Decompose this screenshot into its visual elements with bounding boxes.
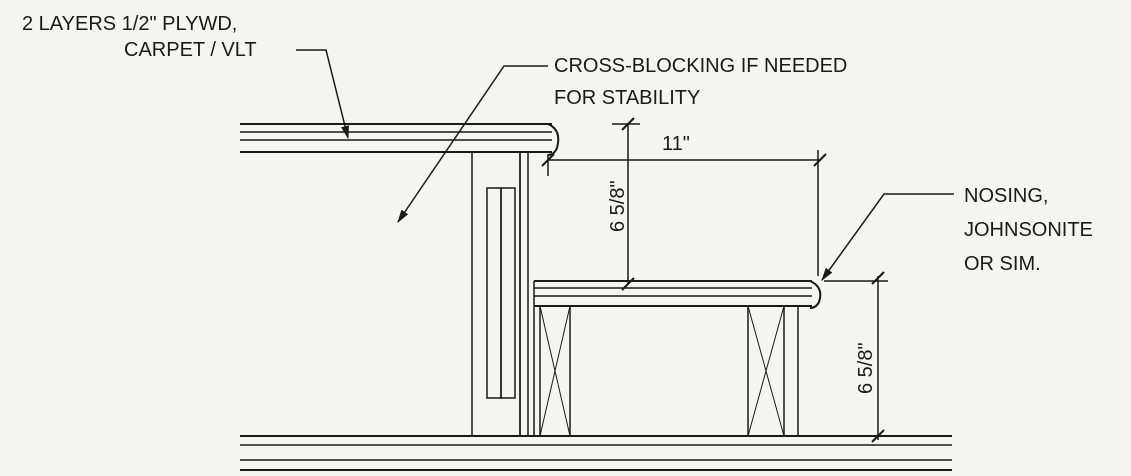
upper-platform: [240, 123, 560, 156]
plywood-leader: [296, 49, 349, 140]
plywood-note-line2: CARPET / VLT: [124, 39, 257, 61]
upper-rise-label: 6 5/8": [607, 180, 629, 232]
blocking-leader: [397, 65, 548, 224]
upper-rise-dimension: [612, 117, 640, 291]
lower-rise-label: 6 5/8": [855, 342, 877, 394]
lower-rise-dimension: [824, 271, 888, 443]
nosing-note-line1: NOSING,: [964, 185, 1048, 207]
plywood-note-line1: 2 LAYERS 1/2" PLYWD,: [22, 13, 237, 35]
nosing-note-line2: JOHNSONITE: [964, 219, 1093, 241]
blocking-note-line2: FOR STABILITY: [554, 87, 700, 109]
blocking-note-line1: CROSS-BLOCKING IF NEEDED: [554, 55, 847, 77]
tread-depth-label: 11": [662, 133, 690, 155]
floor-base: [240, 435, 952, 471]
joist-left: [539, 305, 571, 437]
nosing-leader: [821, 193, 954, 282]
joist-right: [747, 305, 799, 437]
tread-depth-dimension: [541, 150, 827, 276]
cross-blocking: [471, 151, 529, 437]
nosing-note-line3: OR SIM.: [964, 253, 1041, 275]
